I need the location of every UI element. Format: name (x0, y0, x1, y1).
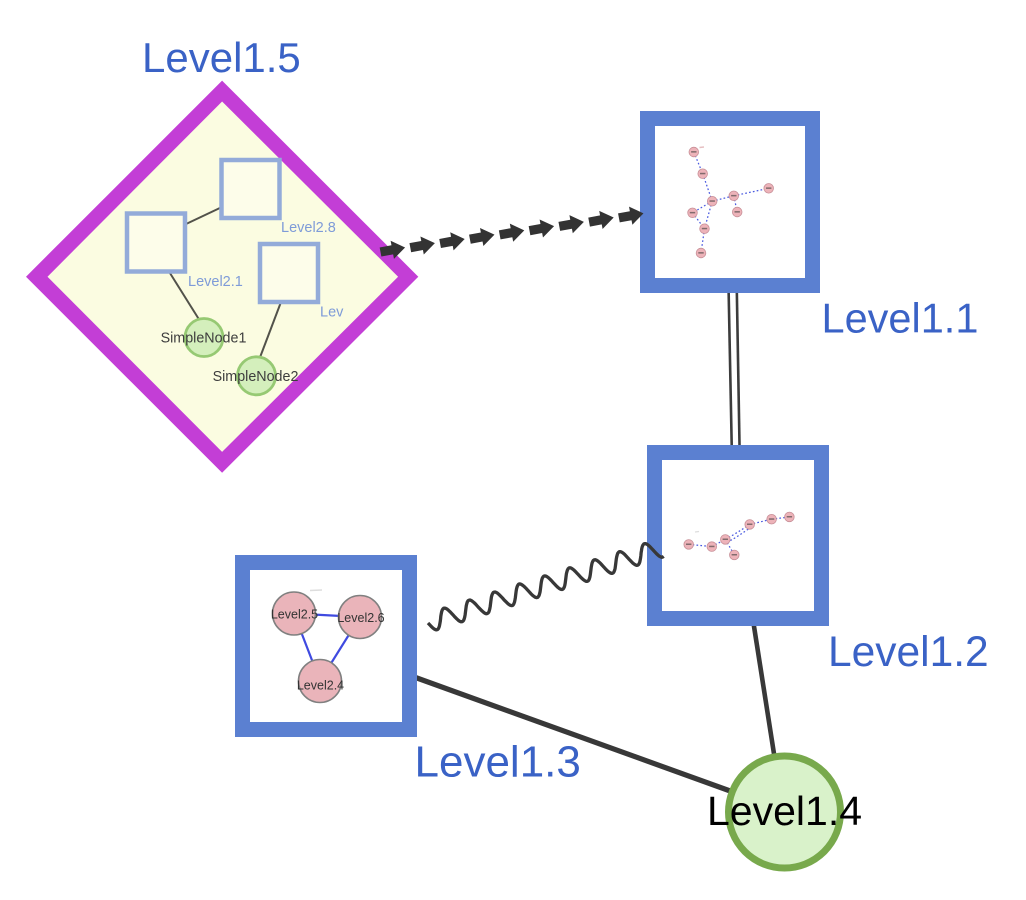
svg-text:Level1.4: Level1.4 (707, 788, 862, 834)
svg-text:Level1.5: Level1.5 (142, 34, 301, 81)
svg-text:Level2.5: Level2.5 (271, 608, 318, 622)
svg-text:Level1.2: Level1.2 (828, 629, 989, 676)
svg-text:Level1.3: Level1.3 (415, 738, 581, 787)
svg-text:Level2.6: Level2.6 (337, 611, 384, 625)
svg-text:Level2.1: Level2.1 (188, 274, 243, 290)
svg-text:Level1.1: Level1.1 (822, 295, 979, 342)
svg-text:Lev: Lev (320, 305, 344, 321)
svg-text:Level2.4: Level2.4 (297, 679, 344, 693)
svg-text:SimpleNode1: SimpleNode1 (161, 331, 247, 347)
svg-text:Level2.8: Level2.8 (281, 220, 336, 236)
svg-text:SimpleNode2: SimpleNode2 (213, 369, 299, 385)
